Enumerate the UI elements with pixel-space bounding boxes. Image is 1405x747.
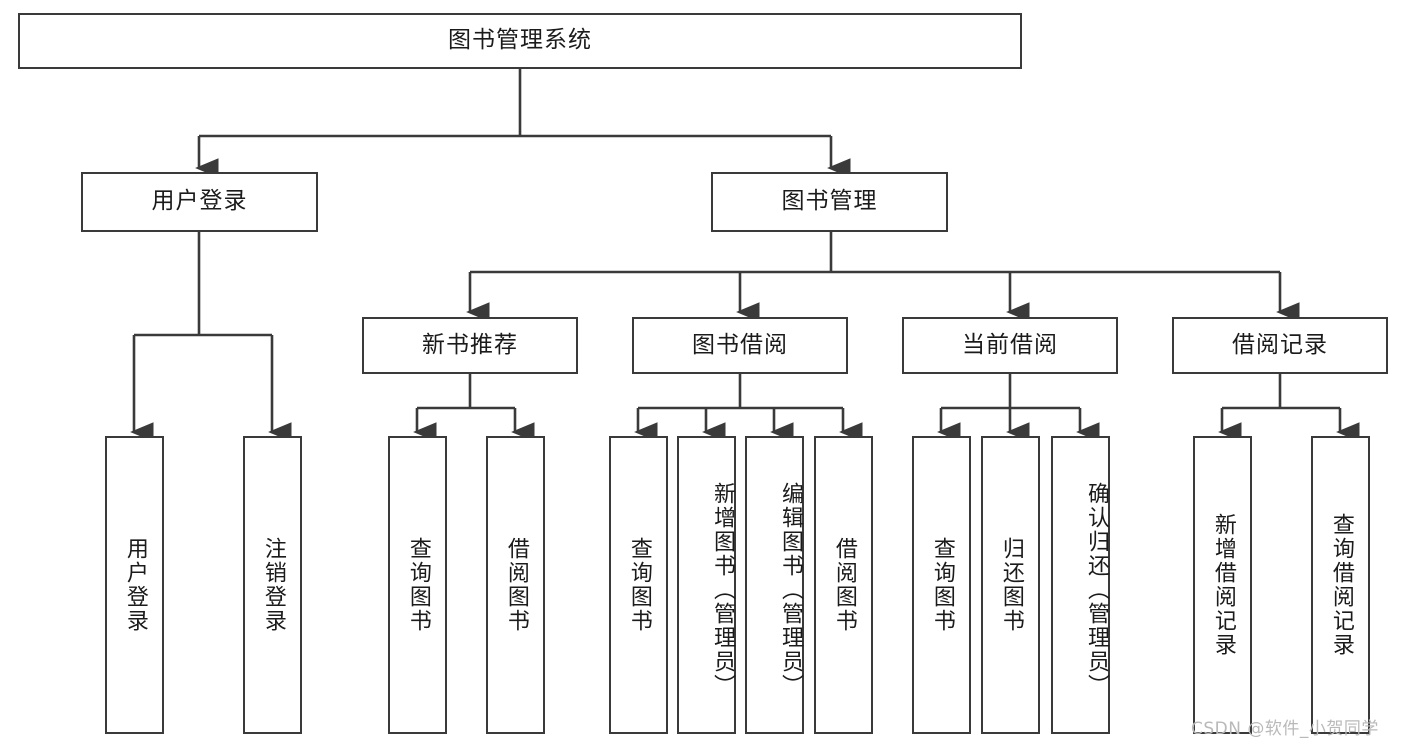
node-leaf-return-book-label: 归还图书	[998, 537, 1024, 633]
node-new-book-recommend[interactable]: 新书推荐	[362, 317, 578, 374]
node-book-borrow-label: 图书借阅	[692, 331, 788, 358]
node-current-borrow[interactable]: 当前借阅	[902, 317, 1118, 374]
node-leaf-query-book-2-label: 查询图书	[626, 537, 652, 633]
node-leaf-add-record-label: 新增借阅记录	[1210, 513, 1236, 657]
node-leaf-edit-book-label: 编辑图书（管理员）	[778, 482, 803, 698]
node-leaf-confirm-return-label: 确认归还（管理员）	[1084, 482, 1109, 698]
node-leaf-user-login-label: 用户登录	[122, 537, 148, 633]
node-leaf-return-book[interactable]: 归还图书	[981, 436, 1040, 734]
node-leaf-add-record[interactable]: 新增借阅记录	[1193, 436, 1252, 734]
node-leaf-query-book-3-label: 查询图书	[929, 537, 955, 633]
node-leaf-query-book-1-label: 查询图书	[405, 537, 431, 633]
node-leaf-query-book-2[interactable]: 查询图书	[609, 436, 668, 734]
node-borrow-record-label: 借阅记录	[1232, 331, 1328, 358]
node-leaf-add-book[interactable]: 新增图书（管理员）	[677, 436, 736, 734]
node-leaf-borrow-book-2-label: 借阅图书	[831, 537, 857, 633]
node-root-label: 图书管理系统	[448, 27, 592, 54]
node-leaf-borrow-book-1[interactable]: 借阅图书	[486, 436, 545, 734]
node-leaf-query-book-1[interactable]: 查询图书	[388, 436, 447, 734]
node-book-manage-label: 图书管理	[781, 188, 878, 215]
watermark-text: CSDN @软件_小贺同学	[1191, 719, 1379, 739]
node-current-borrow-label: 当前借阅	[962, 331, 1058, 358]
node-user-login[interactable]: 用户登录	[81, 172, 318, 232]
node-leaf-edit-book[interactable]: 编辑图书（管理员）	[745, 436, 804, 734]
node-leaf-user-login[interactable]: 用户登录	[105, 436, 164, 734]
node-leaf-logout[interactable]: 注销登录	[243, 436, 302, 734]
node-root[interactable]: 图书管理系统	[18, 13, 1022, 69]
node-leaf-logout-label: 注销登录	[260, 537, 286, 633]
node-leaf-query-record-label: 查询借阅记录	[1328, 513, 1354, 657]
node-user-login-label: 用户登录	[151, 188, 248, 215]
node-book-manage[interactable]: 图书管理	[711, 172, 948, 232]
node-leaf-borrow-book-2[interactable]: 借阅图书	[814, 436, 873, 734]
node-leaf-query-record[interactable]: 查询借阅记录	[1311, 436, 1370, 734]
node-leaf-query-book-3[interactable]: 查询图书	[912, 436, 971, 734]
node-leaf-borrow-book-1-label: 借阅图书	[503, 537, 529, 633]
node-new-book-recommend-label: 新书推荐	[422, 331, 518, 358]
node-leaf-confirm-return[interactable]: 确认归还（管理员）	[1051, 436, 1110, 734]
node-borrow-record[interactable]: 借阅记录	[1172, 317, 1388, 374]
node-leaf-add-book-label: 新增图书（管理员）	[710, 482, 735, 698]
node-book-borrow[interactable]: 图书借阅	[632, 317, 848, 374]
